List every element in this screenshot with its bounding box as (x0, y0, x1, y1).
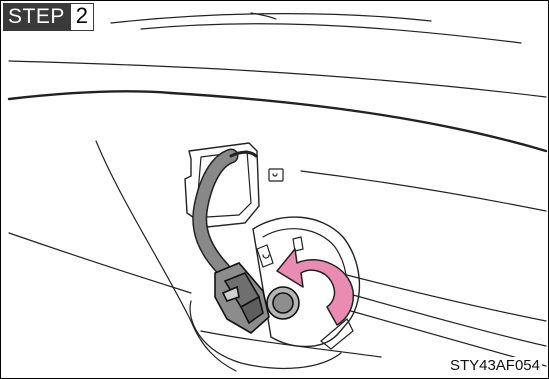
housing-right (301, 171, 546, 211)
wiring-cable (200, 152, 256, 269)
body-line-top-1 (111, 14, 431, 23)
figure-code: STY43AF054 (448, 357, 542, 374)
step-number: 2 (70, 3, 94, 31)
clip-box (269, 169, 283, 181)
body-line-top-2 (141, 24, 521, 43)
body-line-mid-2 (9, 91, 171, 99)
housing-lower (9, 233, 191, 293)
body-line-mid-3 (171, 93, 546, 151)
housing-bottom-2 (331, 271, 546, 321)
housing-bottom-1 (201, 331, 381, 357)
step-badge: STEP 2 (3, 3, 94, 31)
step-label: STEP (3, 3, 70, 31)
